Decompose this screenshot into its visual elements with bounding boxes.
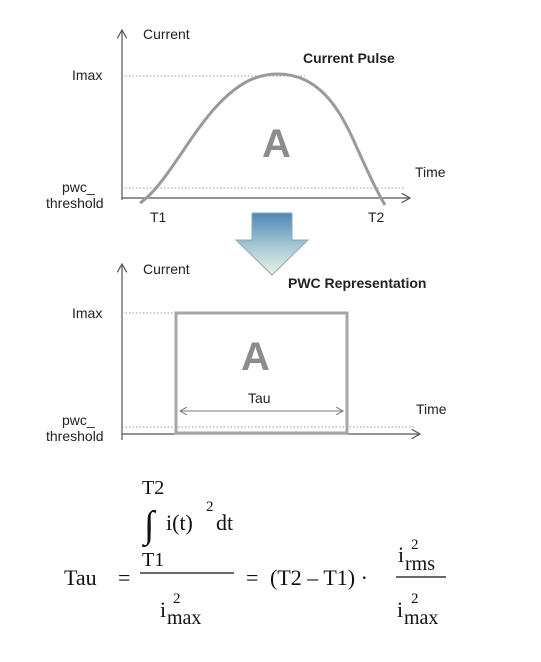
eq-integrand: i(t) [166, 510, 193, 535]
t1-label: T1 [150, 209, 167, 225]
eq-max-sub: max [404, 607, 438, 629]
eq-rms-base: i [398, 542, 404, 567]
current-pulse-chart: Current Current Pulse Imax A Time pwc_ t… [46, 26, 446, 225]
tau-equation: Tau = T2 ∫ i(t) 2 dt T1 2 i max = (T2 – … [64, 477, 446, 629]
bottom-chart-title: PWC Representation [288, 275, 426, 291]
eq-lhs: Tau [64, 565, 97, 590]
eq-denominator-base: i [160, 597, 166, 622]
eq-denominator-sup: 2 [173, 591, 181, 607]
bottom-area-label: A [241, 335, 270, 379]
top-area-label: A [262, 122, 291, 166]
eq-dt: dt [216, 510, 233, 535]
eq-equals-2: = [246, 565, 258, 590]
top-threshold-label-line2: threshold [46, 195, 104, 211]
eq-integrand-power: 2 [206, 499, 214, 515]
top-imax-label: Imax [72, 67, 102, 83]
bottom-threshold-label-line2: threshold [46, 428, 104, 444]
top-x-axis-label: Time [415, 164, 446, 180]
top-y-axis-label: Current [143, 26, 190, 42]
pwc-rectangle [174, 311, 349, 435]
eq-rms-sub: rms [405, 553, 435, 575]
bottom-imax-label: Imax [72, 305, 102, 321]
eq-max-sup: 2 [411, 591, 419, 607]
current-pulse-curve [139, 72, 387, 206]
bottom-threshold-label-line1: pwc_ [62, 412, 95, 428]
down-arrow-icon [234, 212, 310, 276]
eq-lower-limit: T1 [142, 549, 164, 571]
eq-max-base: i [397, 597, 403, 622]
pwc-representation-chart: Current PWC Representation Imax A Tau Ti… [46, 261, 447, 444]
eq-rhs-term: (T2 – T1) · [270, 565, 368, 590]
t2-label: T2 [368, 209, 385, 225]
eq-rms-sup: 2 [411, 537, 419, 553]
eq-equals-1: = [118, 565, 130, 590]
top-chart-title: Current Pulse [303, 50, 395, 66]
top-threshold-label-line1: pwc_ [62, 179, 95, 195]
eq-denominator-sub: max [167, 607, 201, 629]
tau-label: Tau [248, 390, 271, 406]
bottom-y-axis-label: Current [143, 261, 190, 277]
eq-upper-limit: T2 [142, 477, 164, 499]
eq-integral-sign: ∫ [142, 504, 157, 548]
bottom-x-axis-label: Time [416, 401, 447, 417]
